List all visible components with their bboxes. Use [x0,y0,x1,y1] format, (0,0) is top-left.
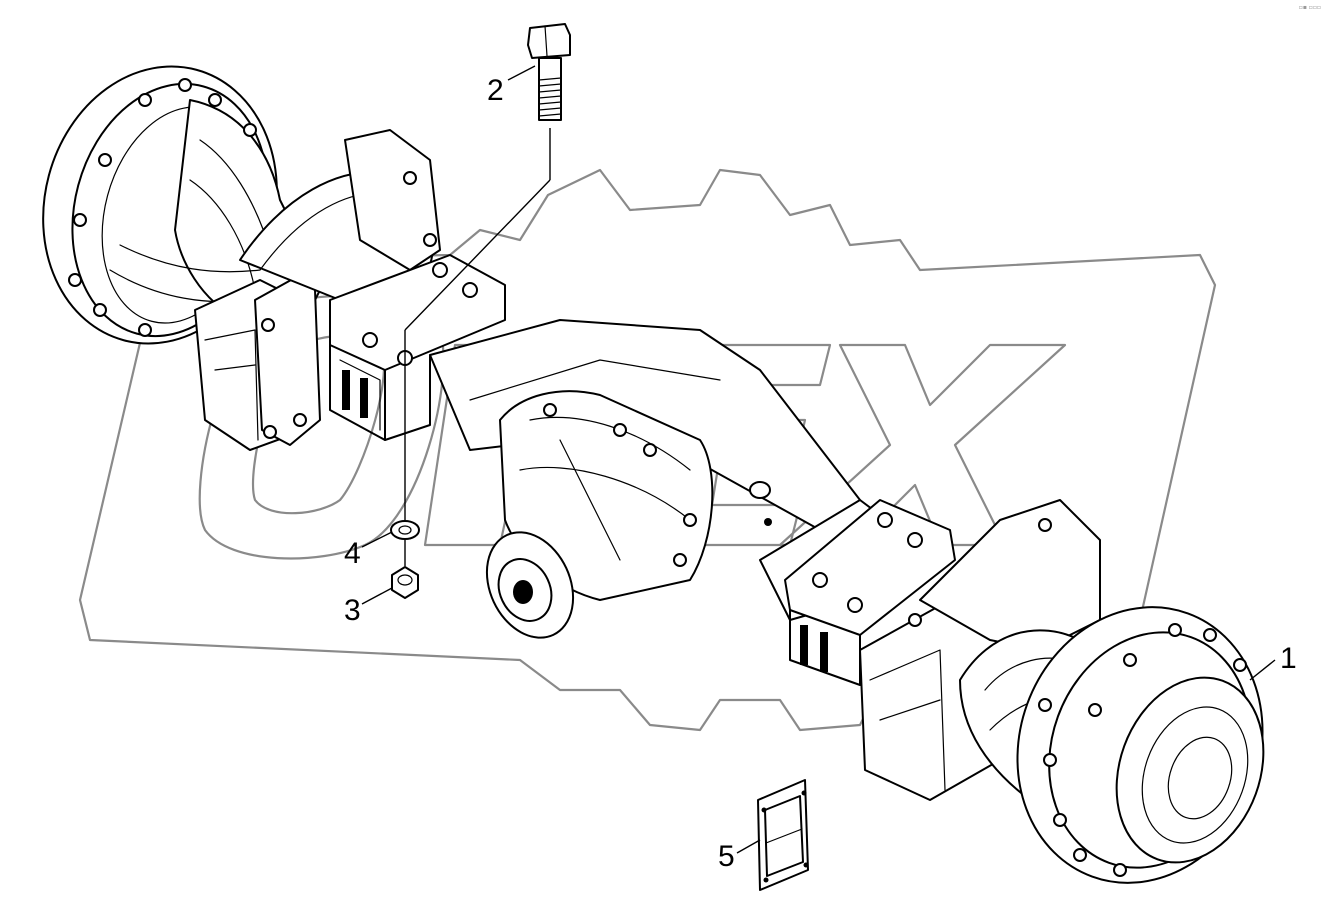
callout-3: 3 [344,594,361,627]
callout-2: 2 [487,74,504,107]
nut-part [391,566,419,599]
corner-mark: ▫▪ ▫▫▫ [1298,4,1321,11]
callout-leaders [361,65,1276,854]
right-brake-caliper [859,499,1101,801]
right-hub-assembly [959,606,1265,884]
left-axle-tube [239,129,441,301]
washer-part [390,520,420,540]
right-spring-seat [784,499,956,686]
left-hub-bolts [68,78,257,337]
right-hub-cap [1115,676,1265,864]
callout-1: 1 [1280,642,1297,675]
callout-5: 5 [718,840,735,873]
differential-carrier [485,390,772,639]
callout-4: 4 [344,537,361,570]
right-hub-bolts [1038,623,1247,877]
left-brake-caliper [194,263,321,451]
left-spring-seat [329,254,506,441]
assembly-lines [404,128,551,566]
plate-part [757,779,809,891]
bolt-part [527,23,571,121]
